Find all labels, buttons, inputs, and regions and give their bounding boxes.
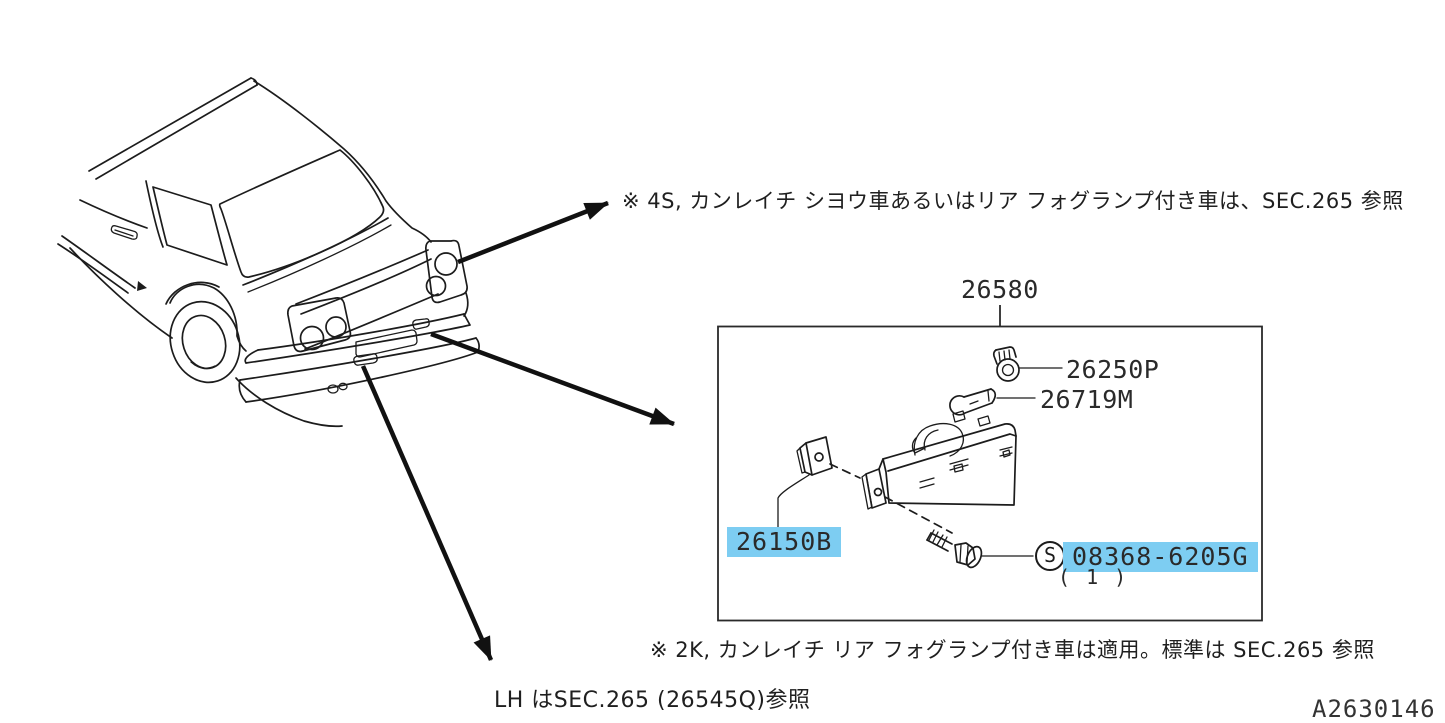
bulb-socket-drawing: [992, 346, 1063, 382]
part-number-screw-highlighted[interactable]: 08368-6205G: [1063, 542, 1258, 573]
arrow-to-assembly-box: [430, 331, 675, 427]
part-number-lamp-highlighted[interactable]: 26150B: [727, 527, 842, 558]
car-drawing: [57, 77, 480, 428]
arrow-to-lh-note: [360, 365, 494, 661]
lamp-bracket-drawing: [777, 436, 861, 528]
bulb-drawing: [949, 388, 1036, 416]
box-bottom-note: ※ 2K, カンレイチ リア フォグランプ付き車は適用。標準は SEC.265 …: [650, 638, 1375, 662]
lamp-housing-drawing: [861, 410, 1017, 534]
assembly-box: [717, 305, 1263, 622]
diagram-code: A2630146: [1312, 695, 1436, 723]
top-note: ※ 4S, カンレイチ シヨウ車あるいはリア フォグランプ付き車は、SEC.26…: [622, 189, 1404, 213]
arrow-to-top-note: [457, 200, 609, 265]
screw-drawing: [926, 529, 1034, 569]
part-number-socket: 26250P: [1066, 355, 1160, 384]
screw-quantity: ( 1 ): [1058, 565, 1129, 589]
lh-note: LH はSEC.265 (26545Q)参照: [494, 688, 811, 713]
part-number-bulb: 26719M: [1040, 385, 1134, 414]
part-number-assembly: 26580: [961, 275, 1039, 304]
